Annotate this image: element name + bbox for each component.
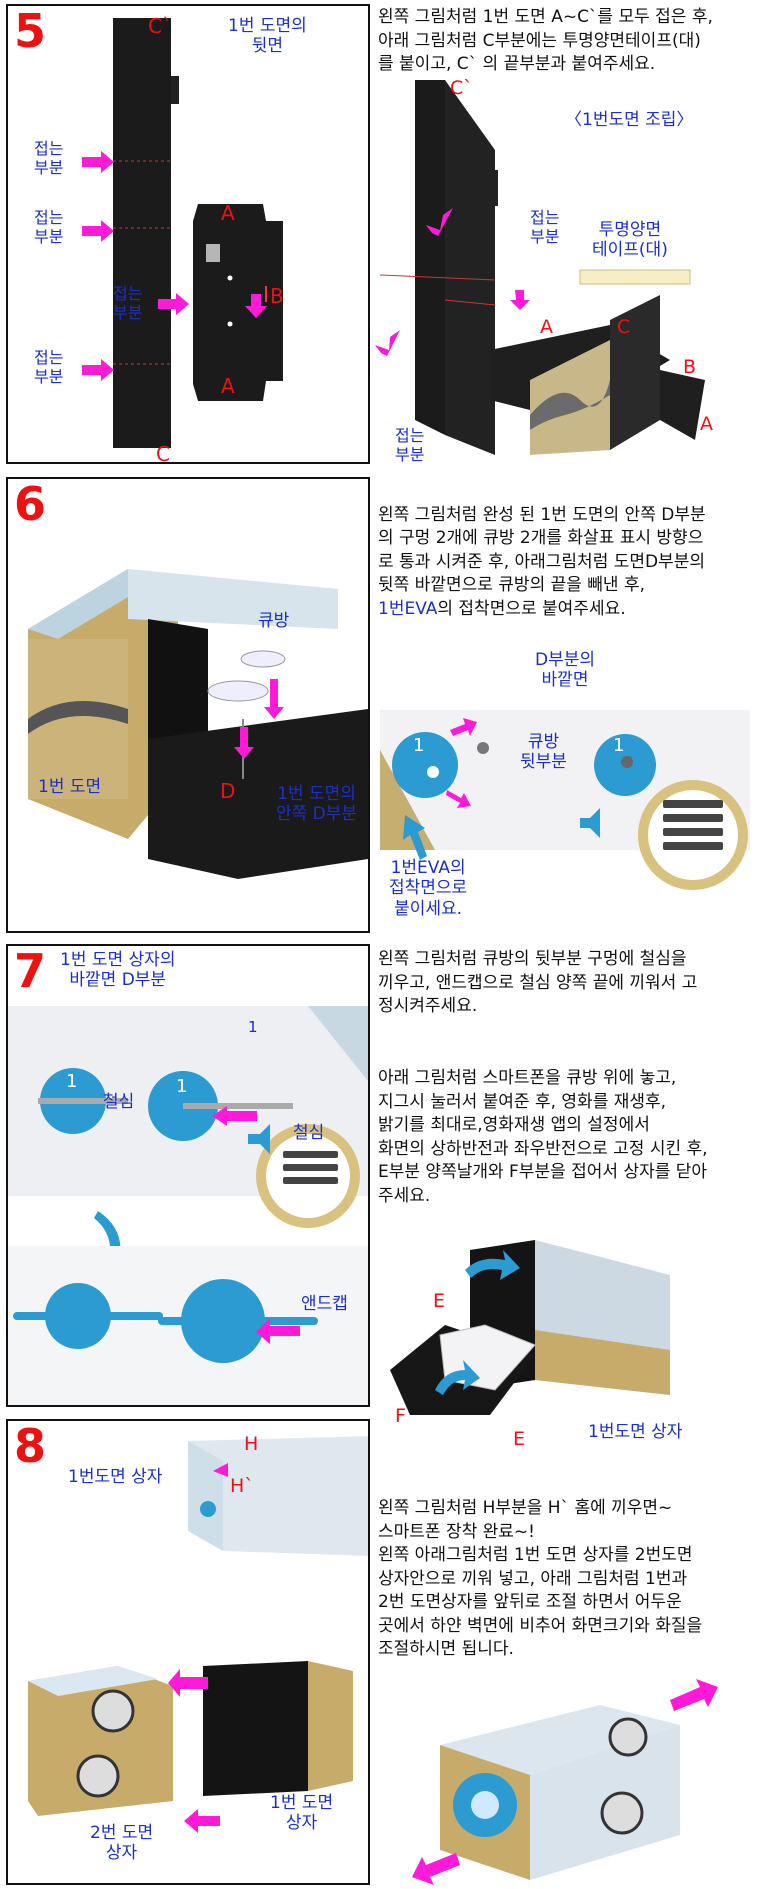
box2-label: 2번 도면 상자 xyxy=(90,1823,154,1864)
letter-a-top: A xyxy=(221,201,235,225)
tape-label: 투명양면 테이프(대) xyxy=(592,220,668,261)
outer-d-title: D부분의 바깥면 xyxy=(535,650,596,691)
step5-number: 5 xyxy=(14,4,47,58)
step8-number: 8 xyxy=(14,1419,47,1473)
step8-figure xyxy=(28,1436,368,1833)
step5-panel: 5 1번 도면의 뒷면 C` 접는 부분 접는 부분 접는 부분 접는 부분 A… xyxy=(6,4,370,464)
assembly-title: 〈1번도면 조립〉 xyxy=(565,110,694,130)
tape-strip xyxy=(579,269,691,285)
step7-disc-number-2: 1 xyxy=(176,1076,188,1097)
fold-label-3: 접는 부분 xyxy=(113,284,143,323)
step7-instructions-1: 왼쪽 그림처럼 큐방의 뒷부분 구멍에 철심을 끼우고, 앤드캡으로 철심 양쪽… xyxy=(378,949,698,1016)
fold-label-4: 접는 부분 xyxy=(34,348,64,387)
cupang-back-label: 큐방 뒷부분 xyxy=(520,732,567,773)
step7-disc-number-1: 1 xyxy=(66,1071,78,1092)
letter-a-bottom: A xyxy=(221,374,235,398)
step6-box-figure xyxy=(28,569,368,879)
letter-c: C xyxy=(156,442,170,464)
assembly-letter-c-prime: C` xyxy=(450,77,473,99)
outer-disc-number-2: 1 xyxy=(613,735,625,756)
strip-panel xyxy=(113,18,171,448)
letter-d: D xyxy=(220,779,236,803)
fold-label-1: 접는 부분 xyxy=(34,139,64,178)
step6-eva-word: 1번EVA xyxy=(378,598,438,619)
step8-panel: 8 1번도면 상자 H H` 2번 도면 상자 1번 도면 상자 xyxy=(6,1419,370,1885)
drawing1-label: 1번 도면 xyxy=(38,777,102,797)
cupang-label: 큐방 xyxy=(258,611,290,631)
box1-label-bottom: 1번 도면 상자 xyxy=(270,1793,334,1834)
assembly-letter-b: B xyxy=(683,356,697,378)
step6-text-main: 왼쪽 그림처럼 완성 된 1번 도면의 안쪽 D부분 의 구멍 2개에 큐방 2… xyxy=(378,504,706,596)
step7-letter-e-bottom: E xyxy=(513,1428,526,1450)
step7-panel: 7 1번 도면 상자의 바깥면 D부분 1 1 1 철심 철심 앤드캡 xyxy=(6,944,370,1407)
step7-figure xyxy=(8,1006,368,1405)
back-label: 1번 도면의 뒷면 xyxy=(228,16,307,57)
step7-disc-number-3: 1 xyxy=(248,1018,258,1036)
step5-assembly-figure xyxy=(375,80,705,455)
assembly-letter-a-2: A xyxy=(700,413,713,435)
step6-outer-figure xyxy=(380,710,750,890)
assembly-letter-a-1: A xyxy=(540,316,553,338)
outer-disc-number-1: 1 xyxy=(413,735,425,756)
wire-label-1: 철심 xyxy=(103,1092,135,1112)
assembly-fold-label-2: 접는 부분 xyxy=(395,426,425,465)
step8-projector-figure xyxy=(412,1679,718,1885)
step6-number: 6 xyxy=(14,477,47,531)
step7-outer-d-label: 1번 도면 상자의 바깥면 D부분 xyxy=(60,950,176,991)
step6-instructions: 왼쪽 그림처럼 완성 된 1번 도면의 안쪽 D부분 의 구멍 2개에 큐방 2… xyxy=(378,480,758,621)
step7-box-label: 1번도면 상자 xyxy=(588,1422,683,1442)
eva-attach-label: 1번EVA의 접착면으로 붙이세요. xyxy=(389,858,468,919)
assembly-fold-label-1: 접는 부분 xyxy=(530,208,560,247)
step7-letter-f: F xyxy=(395,1405,406,1427)
letter-b: B xyxy=(270,284,284,308)
step7-phone-figure xyxy=(390,1240,670,1415)
step5-instructions: 왼쪽 그림처럼 1번 도면 A~C`를 모두 접은 후, 아래 그림처럼 C부분… xyxy=(378,7,713,74)
step8-instructions: 왼쪽 그림처럼 H부분을 H` 홈에 끼우면~ 스마트폰 장착 완료~! 왼쪽 … xyxy=(378,1498,703,1659)
inner-d-label: 1번 도면의 안쪽 D부분 xyxy=(276,784,358,825)
step7-instructions-2: 아래 그림처럼 스마트폰을 큐방 위에 놓고, 지그시 눌러서 붙여준 후, 영… xyxy=(378,1068,708,1206)
step7-number: 7 xyxy=(14,944,47,998)
step6-text-tail: 의 접착면으로 붙여주세요. xyxy=(437,598,626,619)
step6-panel: 6 큐방 1번 도면 D 1번 도면의 안쪽 D부분 xyxy=(6,477,370,933)
fold-label-2: 접는 부분 xyxy=(34,208,64,247)
step5-arrows xyxy=(82,151,267,381)
wire-label-2: 철심 xyxy=(293,1123,325,1143)
letter-c-prime: C` xyxy=(148,14,172,38)
step5-unfolded-figure xyxy=(82,18,283,448)
assembly-letter-c: C xyxy=(617,316,631,338)
step8-box1-label: 1번도면 상자 xyxy=(68,1467,163,1487)
step7-letter-e-top: E xyxy=(433,1290,446,1312)
letter-h: H xyxy=(244,1433,259,1455)
endcap-label: 앤드캡 xyxy=(301,1294,348,1314)
letter-h-prime: H` xyxy=(230,1475,254,1497)
